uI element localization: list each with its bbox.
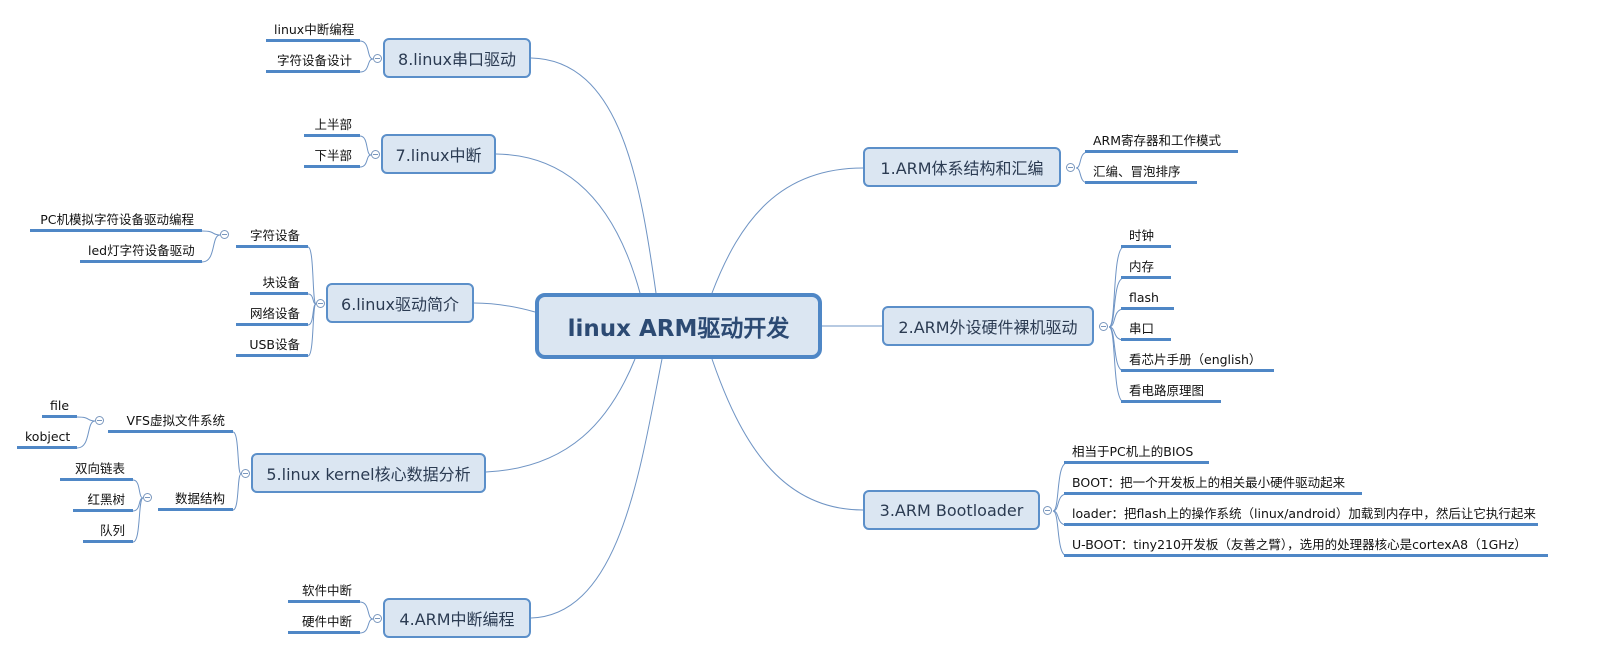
subtopic[interactable]: 下半部: [304, 146, 360, 168]
connector-topic5-children: [232, 473, 242, 511]
subtopic[interactable]: led灯字符设备驱动: [80, 241, 202, 263]
connector-central-to-topic6: [473, 302, 536, 313]
connector-topic7-children: [359, 135, 372, 156]
connector-topic4-children: [359, 601, 374, 620]
connector-topic4-children: [359, 618, 374, 634]
connector-central-to-topic1: [711, 167, 864, 294]
collapse-toggle-icon[interactable]: [241, 469, 250, 478]
collapse-toggle-icon[interactable]: [316, 299, 325, 308]
subtopic[interactable]: ARM寄存器和工作模式: [1085, 131, 1238, 153]
connector-central-to-topic4: [530, 358, 663, 619]
connector-vfs-children: [76, 416, 96, 422]
collapse-toggle-icon[interactable]: [143, 493, 152, 502]
subtopic[interactable]: PC机模拟字符设备驱动编程: [30, 210, 202, 232]
subtopic[interactable]: 时钟: [1121, 226, 1171, 248]
connector-topic5-children: [232, 431, 242, 475]
central-topic[interactable]: linux ARM驱动开发: [535, 293, 822, 359]
subtopic[interactable]: U-BOOT：tiny210开发板（友善之臂），选用的处理器核心是cortexA…: [1064, 535, 1548, 557]
connector-topic2-children: [1108, 326, 1125, 403]
topic-linux-kernel-data[interactable]: 5.linux kernel核心数据分析: [251, 453, 486, 493]
collapse-toggle-icon[interactable]: [1043, 506, 1052, 515]
subtopic[interactable]: 字符设备设计: [266, 51, 360, 73]
collapse-toggle-icon[interactable]: [1066, 163, 1075, 172]
connector-central-to-topic5: [485, 358, 636, 473]
subtopic[interactable]: 字符设备: [236, 226, 308, 248]
collapse-toggle-icon[interactable]: [95, 416, 104, 425]
subtopic[interactable]: 软件中断: [288, 581, 360, 603]
subtopic[interactable]: 块设备: [250, 273, 308, 295]
subtopic[interactable]: VFS虚拟文件系统: [108, 411, 233, 433]
collapse-toggle-icon[interactable]: [371, 150, 380, 159]
connector-vfs-children: [76, 420, 96, 449]
subtopic[interactable]: 双向链表: [60, 459, 133, 481]
connector-central-to-topic7: [495, 153, 641, 294]
subtopic[interactable]: file: [42, 396, 77, 418]
connector-topic3-children: [1052, 462, 1068, 512]
subtopic[interactable]: 看电路原理图: [1121, 381, 1221, 403]
collapse-toggle-icon[interactable]: [1099, 322, 1108, 331]
subtopic[interactable]: 数据结构: [158, 489, 233, 511]
subtopic[interactable]: flash: [1121, 288, 1174, 310]
connector-topic8-children: [359, 40, 374, 60]
subtopic[interactable]: linux中断编程: [266, 20, 360, 42]
connector-topic7-children: [359, 154, 372, 168]
subtopic[interactable]: 相当于PC机上的BIOS: [1064, 442, 1209, 464]
topic-arm-bootloader[interactable]: 3.ARM Bootloader: [863, 490, 1040, 530]
subtopic[interactable]: 串口: [1121, 319, 1171, 341]
subtopic[interactable]: 上半部: [304, 115, 360, 137]
subtopic[interactable]: 硬件中断: [288, 612, 360, 634]
subtopic[interactable]: 红黑树: [73, 490, 133, 512]
subtopic[interactable]: 内存: [1121, 257, 1171, 279]
topic-arm-interrupt-programming[interactable]: 4.ARM中断编程: [383, 598, 531, 638]
subtopic[interactable]: BOOT：把一个开发板上的相关最小硬件驱动起来: [1064, 473, 1362, 495]
collapse-toggle-icon[interactable]: [373, 54, 382, 63]
connector-datastruct-children: [132, 497, 144, 543]
topic-arm-architecture[interactable]: 1.ARM体系结构和汇编: [863, 147, 1061, 187]
connector-topic6-children: [307, 303, 317, 357]
connector-topic2-children: [1108, 277, 1125, 328]
subtopic[interactable]: kobject: [17, 427, 77, 449]
connector-topic8-children: [359, 58, 374, 73]
connector-topic6-children: [307, 246, 317, 305]
subtopic[interactable]: USB设备: [236, 335, 308, 357]
subtopic[interactable]: 网络设备: [236, 304, 308, 326]
connector-datastruct-children: [132, 479, 144, 499]
connector-central-to-topic8: [530, 57, 657, 294]
connector-central-to-topic3: [711, 358, 864, 511]
topic-arm-peripheral-drivers[interactable]: 2.ARM外设硬件裸机驱动: [882, 306, 1094, 346]
subtopic[interactable]: loader：把flash上的操作系统（linux/android）加载到内存中…: [1064, 504, 1538, 526]
topic-linux-serial-driver[interactable]: 8.linux串口驱动: [383, 38, 531, 78]
connector-topic6-children: [307, 293, 317, 305]
connector-chardev-children: [201, 234, 221, 263]
subtopic[interactable]: 看芯片手册（english）: [1121, 350, 1274, 372]
topic-linux-driver-intro[interactable]: 6.linux驱动简介: [326, 283, 474, 323]
connector-chardev-children: [201, 230, 221, 236]
topic-linux-interrupt[interactable]: 7.linux中断: [381, 134, 496, 174]
collapse-toggle-icon[interactable]: [220, 230, 229, 239]
collapse-toggle-icon[interactable]: [373, 614, 382, 623]
subtopic[interactable]: 队列: [83, 521, 133, 543]
subtopic[interactable]: 汇编、冒泡排序: [1085, 162, 1197, 184]
